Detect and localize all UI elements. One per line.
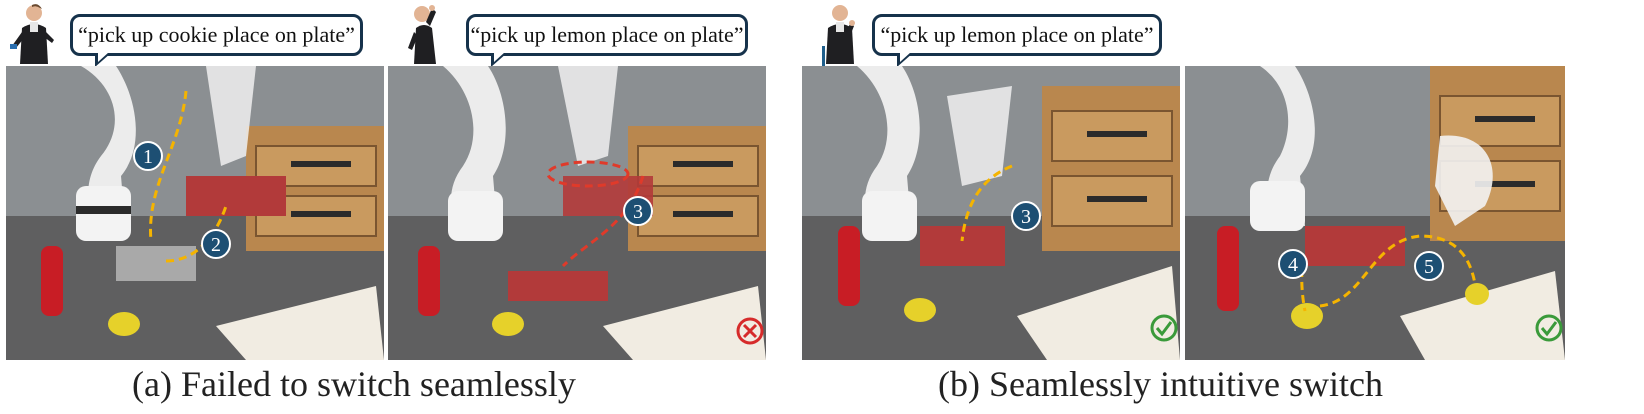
instruction-bubble-1: “pick up cookie place on plate” <box>70 14 363 67</box>
presenter-image-3 <box>816 2 866 64</box>
success-check-icon <box>1150 314 1178 342</box>
success-check-icon <box>1535 314 1563 342</box>
instruction-text-1: “pick up cookie place on plate” <box>78 22 355 47</box>
step-number-2: 2 <box>211 234 221 256</box>
instruction-bubble-2: “pick up lemon place on plate” <box>466 14 748 67</box>
step-number-3b: 3 <box>1021 206 1031 228</box>
step-number-1: 1 <box>143 146 153 168</box>
step-badge-2: 2 <box>201 229 231 259</box>
scene-panel-4: 4 5 <box>1185 66 1565 360</box>
presenter-image-1 <box>8 2 58 64</box>
step-badge-4: 4 <box>1278 249 1308 279</box>
caption-b: (b) Seamlessly intuitive switch <box>938 364 1383 404</box>
presenter-image-2 <box>396 2 446 64</box>
step-badge-1: 1 <box>133 141 163 171</box>
step-badge-3a: 3 <box>623 196 653 226</box>
scene-panel-1: 1 2 <box>6 66 384 360</box>
caption-a: (a) Failed to switch seamlessly <box>132 364 576 404</box>
step-number-4: 4 <box>1288 254 1298 276</box>
failure-x-icon <box>736 317 764 345</box>
step-badge-3b: 3 <box>1011 201 1041 231</box>
step-number-3a: 3 <box>633 201 643 223</box>
step-badge-5: 5 <box>1414 251 1444 281</box>
scene-panel-2: 3 <box>388 66 766 360</box>
scene-panel-3: 3 <box>802 66 1180 360</box>
instruction-bubble-3: “pick up lemon place on plate” <box>872 14 1162 67</box>
step-number-5: 5 <box>1424 256 1434 278</box>
instruction-text-3: “pick up lemon place on plate” <box>880 22 1154 47</box>
instruction-text-2: “pick up lemon place on plate” <box>470 22 744 47</box>
